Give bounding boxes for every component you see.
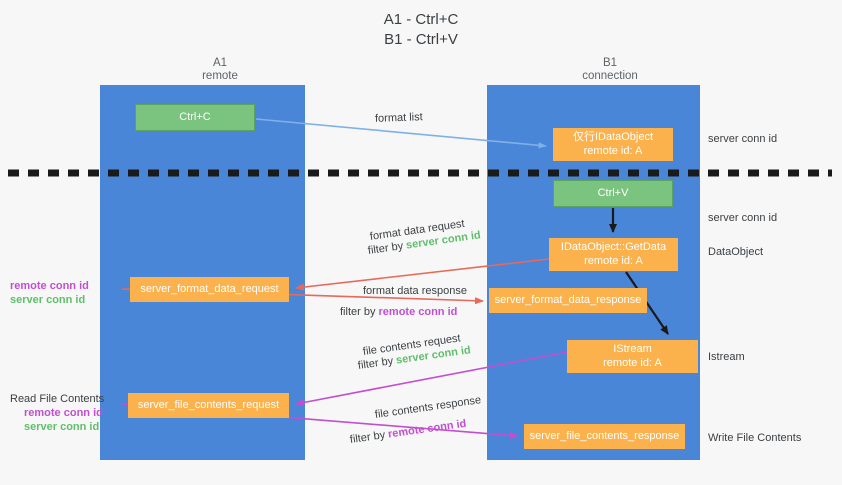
page-title: A1 - Ctrl+C B1 - Ctrl+V <box>0 10 842 50</box>
box-server-format-data-request-label: server_format_data_request <box>140 282 279 295</box>
right-label-data-object: DataObject <box>708 246 764 258</box>
box-server-file-contents-request[interactable]: server_file_contents_request <box>128 393 289 418</box>
edge-label-file-contents-response: file contents response <box>374 394 482 421</box>
filter-prefix: filter by <box>349 428 389 446</box>
filter-key-remote-conn-id: remote conn id <box>387 417 468 441</box>
box-server-file-contents-response-label: server_file_contents_response <box>529 429 680 442</box>
box-server-format-data-response[interactable]: server_format_data_response <box>489 288 647 313</box>
lane-header-b1-name: B1 <box>602 57 618 69</box>
filter-key-remote-conn-id: remote conn id <box>378 306 458 318</box>
box-server-file-contents-request-label: server_file_contents_request <box>137 398 280 411</box>
box-ctrl-v[interactable]: Ctrl+V <box>553 180 673 207</box>
left2-remote-conn-id: remote conn id <box>24 407 103 419</box>
box-idataobject-line2: remote id: A <box>583 144 643 157</box>
right-server-conn-id-top: server conn id <box>708 133 778 145</box>
box-istream[interactable]: IStream remote id: A <box>567 340 698 373</box>
left2-server-conn-id: server conn id <box>24 421 100 433</box>
left-server-conn-id: server conn id <box>10 294 86 306</box>
right-label-write-file-contents: Write File Contents <box>708 432 802 444</box>
box-ctrl-c-label: Ctrl+C <box>179 110 211 123</box>
box-getdata-line1: IDataObject::GetData <box>560 241 667 253</box>
edge-label-format-list: format list <box>374 111 423 125</box>
lane-header-a1: A1 remote <box>130 57 310 83</box>
box-server-format-data-request[interactable]: server_format_data_request <box>130 277 289 302</box>
left-annotation-conn-ids: remote conn id server conn id <box>10 279 89 307</box>
edge-label-file-contents-response-filter: filter by remote conn id <box>349 418 467 446</box>
left-annotation-read-file-contents: Read File Contents remote conn id server… <box>10 392 104 434</box>
lane-header-a1-subtitle: remote <box>202 70 238 82</box>
box-istream-line2: remote id: A <box>603 356 662 369</box>
read-file-contents-label: Read File Contents <box>10 393 105 405</box>
box-idataobject-getdata[interactable]: IDataObject::GetData remote id: A <box>549 238 678 271</box>
lane-header-a1-name: A1 <box>212 57 228 69</box>
left-remote-conn-id: remote conn id <box>10 280 89 292</box>
box-ctrl-v-label: Ctrl+V <box>597 186 629 199</box>
box-server-file-contents-response[interactable]: server_file_contents_response <box>524 424 685 449</box>
edge-label-format-data-response-filter: filter by remote conn id <box>340 306 457 318</box>
box-server-format-data-response-label: server_format_data_response <box>494 293 642 306</box>
right-label-istream: Istream <box>708 351 745 363</box>
lane-header-b1-subtitle: connection <box>582 70 638 82</box>
lane-header-b1: B1 connection <box>520 57 700 83</box>
title-line-1: A1 - Ctrl+C <box>383 11 459 28</box>
box-getdata-line2: remote id: A <box>584 254 643 267</box>
title-line-2: B1 - Ctrl+V <box>384 31 458 48</box>
right-server-conn-id-mid: server conn id <box>708 212 778 224</box>
filter-prefix: filter by <box>340 306 379 318</box>
box-istream-line1: IStream <box>613 343 652 355</box>
edge-label-format-data-response: format data response <box>363 285 467 297</box>
box-ctrl-c[interactable]: Ctrl+C <box>135 104 255 131</box>
box-idataobject-line1: 仅行IDataObject <box>572 131 654 143</box>
box-idataobject[interactable]: 仅行IDataObject remote id: A <box>553 128 673 161</box>
